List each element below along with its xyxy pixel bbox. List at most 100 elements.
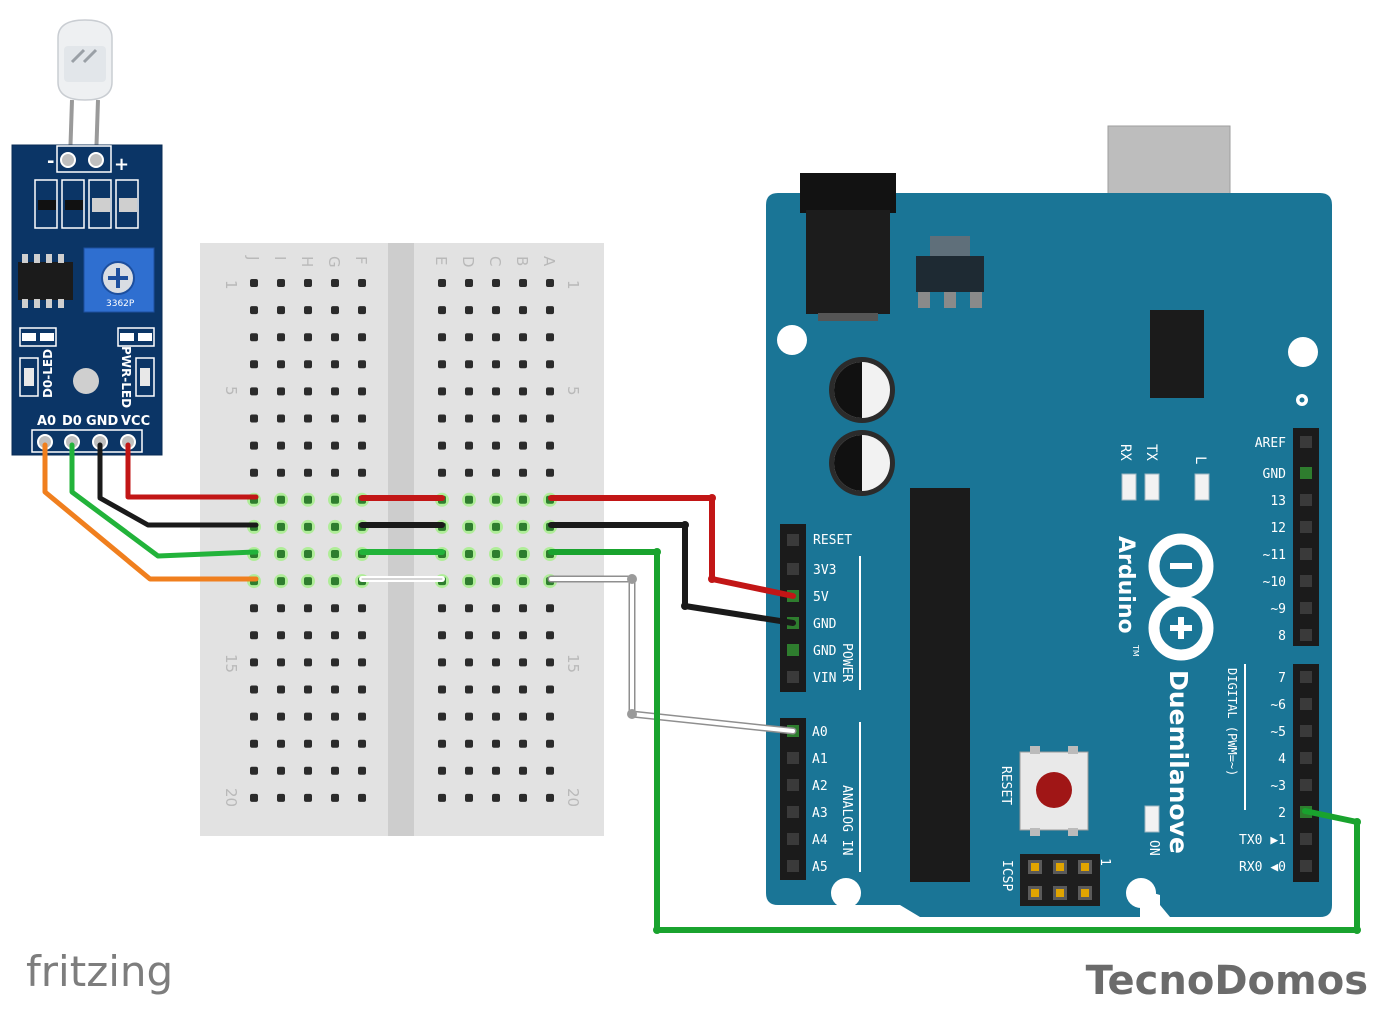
bb-hole[interactable] [438,658,446,667]
bb-hole[interactable] [358,468,366,477]
bb-hole[interactable] [358,766,366,775]
bb-hole[interactable] [546,279,554,287]
bb-hole[interactable] [519,550,527,558]
bb-hole[interactable] [277,414,285,423]
bb-hole[interactable] [277,766,285,775]
bb-hole[interactable] [519,766,527,775]
bb-hole[interactable] [492,550,500,558]
bb-hole[interactable] [304,414,312,423]
bb-hole[interactable] [358,387,366,396]
bb-hole[interactable] [331,766,339,775]
bb-hole[interactable] [277,631,285,640]
bb-hole[interactable] [331,495,339,504]
bb-hole[interactable] [331,360,339,369]
bb-hole[interactable] [250,712,258,721]
bb-hole[interactable] [465,685,473,694]
bb-hole[interactable] [465,658,473,667]
header-pin[interactable] [1300,833,1312,845]
bb-hole[interactable] [519,577,527,586]
bb-hole[interactable] [358,414,366,423]
bb-hole[interactable] [438,387,446,396]
bb-hole[interactable] [465,306,473,315]
bb-hole[interactable] [546,766,554,775]
bb-hole[interactable] [492,712,500,721]
bb-hole[interactable] [358,739,366,748]
bb-hole[interactable] [492,333,500,342]
header-pin[interactable] [1300,436,1312,448]
bb-hole[interactable] [277,495,285,504]
bb-hole[interactable] [277,387,285,396]
bb-hole[interactable] [546,441,554,450]
bb-hole[interactable] [492,468,500,477]
bb-hole[interactable] [250,766,258,775]
bb-hole[interactable] [304,577,312,586]
bb-hole[interactable] [277,306,285,315]
bb-hole[interactable] [438,360,446,369]
bb-hole[interactable] [438,739,446,748]
bb-hole[interactable] [465,495,473,504]
bb-hole[interactable] [331,631,339,640]
header-pin[interactable] [1300,860,1312,872]
bb-hole[interactable] [358,279,366,287]
bb-hole[interactable] [492,685,500,694]
bb-hole[interactable] [546,414,554,423]
bb-hole[interactable] [304,550,312,558]
bb-hole[interactable] [492,441,500,450]
bb-hole[interactable] [331,279,339,287]
bb-hole[interactable] [546,658,554,667]
bb-hole[interactable] [438,793,446,802]
bb-hole[interactable] [519,414,527,423]
bb-hole[interactable] [358,712,366,721]
bb-hole[interactable] [304,387,312,396]
bb-hole[interactable] [277,577,285,586]
bb-hole[interactable] [465,387,473,396]
bb-hole[interactable] [519,279,527,287]
bb-hole[interactable] [438,306,446,315]
bb-hole[interactable] [438,441,446,450]
header-pin[interactable] [787,534,799,546]
bb-hole[interactable] [438,631,446,640]
bb-hole[interactable] [438,766,446,775]
header-pin[interactable] [1300,521,1312,533]
bb-hole[interactable] [492,522,500,531]
bb-hole[interactable] [304,495,312,504]
bb-hole[interactable] [331,414,339,423]
bb-hole[interactable] [358,333,366,342]
header-pin[interactable] [1300,725,1312,737]
header-pin[interactable] [1300,698,1312,710]
header-pin[interactable] [1300,548,1312,560]
bb-hole[interactable] [438,279,446,287]
bb-hole[interactable] [492,360,500,369]
bb-hole[interactable] [546,387,554,396]
bb-hole[interactable] [331,468,339,477]
bb-hole[interactable] [250,306,258,315]
bb-hole[interactable] [277,793,285,802]
bb-hole[interactable] [492,739,500,748]
bb-hole[interactable] [492,279,500,287]
header-pin[interactable] [1300,629,1312,641]
bb-hole[interactable] [304,468,312,477]
bb-hole[interactable] [492,766,500,775]
header-pin[interactable] [1300,467,1312,479]
bb-hole[interactable] [331,739,339,748]
bb-hole[interactable] [546,333,554,342]
bb-hole[interactable] [277,658,285,667]
bb-hole[interactable] [465,739,473,748]
bb-hole[interactable] [277,360,285,369]
bb-hole[interactable] [546,306,554,315]
bb-hole[interactable] [358,441,366,450]
bb-hole[interactable] [304,604,312,613]
bb-hole[interactable] [492,631,500,640]
bb-hole[interactable] [331,333,339,342]
bb-hole[interactable] [331,550,339,558]
bb-hole[interactable] [546,712,554,721]
bb-hole[interactable] [331,306,339,315]
bb-hole[interactable] [465,333,473,342]
bb-hole[interactable] [331,604,339,613]
bb-hole[interactable] [250,387,258,396]
bb-hole[interactable] [250,333,258,342]
bb-hole[interactable] [331,793,339,802]
header-pin[interactable] [1300,575,1312,587]
bb-hole[interactable] [277,279,285,287]
bb-hole[interactable] [465,793,473,802]
